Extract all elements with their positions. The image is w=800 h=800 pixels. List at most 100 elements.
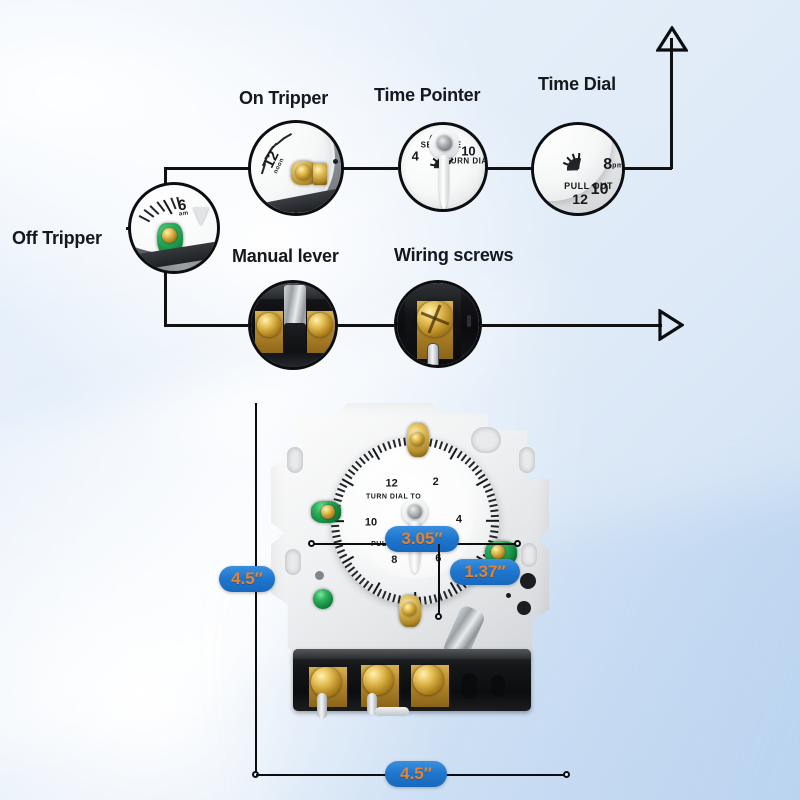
dial-turn-dial-text: TURN DIAL TO [366, 493, 422, 501]
label-wiring-screws: Wiring screws [394, 245, 514, 265]
time-pointer-stem [439, 155, 449, 209]
plate-slot-right-bottom [521, 543, 537, 567]
dial-tick [339, 483, 348, 489]
terminal-wire-1 [317, 693, 327, 719]
time-dial-hour-12: 12 [572, 190, 588, 207]
dial-hour-8: 8 [391, 553, 398, 566]
dial-depth-line [438, 544, 440, 617]
connector-on-to-pointer [342, 167, 398, 170]
time-pointer-hour-4: 4 [411, 148, 419, 164]
dial-diameter-endpoint-right [514, 540, 521, 547]
callout-circle-off-tripper: 6 am [128, 182, 220, 274]
dial-center-screw [408, 505, 422, 519]
dial-diameter-badge: 3.05″ [385, 526, 459, 552]
dial-tick [490, 525, 499, 528]
plate-slot-left-bottom [285, 549, 301, 575]
terminal-screw-2 [363, 665, 393, 695]
on-tripper-tab [313, 163, 327, 185]
dial-tick [363, 453, 370, 462]
off-tripper-am-text: am [178, 210, 189, 218]
dial-tick [433, 439, 438, 448]
dial-tick [438, 441, 443, 450]
dial-tick [486, 493, 495, 498]
label-time-dial: Time Dial [538, 74, 616, 94]
plate-hole-small-b [506, 593, 511, 598]
dial-tick [489, 503, 498, 507]
dial-tick [331, 525, 340, 528]
connector-dial-to-riser [624, 167, 672, 170]
dial-hour-4: 4 [455, 513, 463, 526]
connector-pointer-to-dial [486, 167, 532, 170]
dial-depth-badge: 1.37″ [450, 559, 520, 585]
callout-circle-time-dial: 8 10 12 PULL OUT pm [531, 122, 625, 216]
dial-tick [443, 590, 448, 599]
dial-tick [486, 519, 499, 523]
connector-top-left [164, 167, 250, 170]
time-dial-pm-text: pm [612, 162, 622, 170]
plate-slot-right-top [519, 447, 535, 473]
connector-screws-to-arrow [482, 324, 662, 327]
label-time-pointer: Time Pointer [374, 85, 481, 105]
dial-tick [335, 493, 344, 498]
dial-tick [331, 530, 340, 533]
tripper-left-screw [321, 505, 335, 519]
dial-tick [488, 498, 497, 503]
dial-tick [347, 469, 356, 476]
dial-tick [355, 461, 362, 468]
manual-lever-right-screw [308, 313, 332, 337]
dial-tick [382, 590, 387, 599]
terminal-screw-1 [311, 667, 341, 697]
terminal-screw-3 [413, 665, 443, 695]
height-dimension-badge: 4.5″ [219, 566, 275, 592]
tripper-top-screw [411, 433, 424, 446]
time-pointer-center-screw [437, 136, 452, 151]
dial-tick [424, 596, 427, 605]
dial-tick [433, 594, 438, 603]
dial-tick [392, 439, 397, 448]
dial-tick [490, 514, 499, 517]
manual-lever-base [284, 323, 306, 357]
plate-slot-left-top [287, 447, 303, 473]
dial-tick [489, 535, 498, 539]
terminal-cavity-1 [461, 673, 477, 699]
connector-bottom-left [164, 324, 248, 327]
dial-tick [344, 473, 353, 480]
dial-tick [403, 437, 406, 446]
plate-hole-right-lower [517, 601, 531, 615]
on-tripper-screw [296, 165, 311, 180]
width-dimension-badge: 4.5″ [385, 761, 447, 787]
off-tripper-pointer-notch [193, 207, 209, 225]
dial-tick [335, 544, 344, 549]
dial-tick [429, 595, 433, 604]
wiring-screw-wire [427, 343, 439, 365]
time-pointer-turn-dial-text: TURN DIAL TO [445, 156, 485, 166]
plate-hole-left-small [315, 571, 324, 580]
time-pointer-hour-10: 10 [461, 143, 476, 159]
dial-tick [490, 509, 499, 512]
dial-tick [392, 594, 397, 603]
dial-diameter-endpoint-left [308, 540, 315, 547]
terminal-wire-jumper [375, 707, 409, 716]
connector-lever-to-screws [338, 324, 394, 327]
terminal-cavity-2 [491, 675, 505, 697]
dial-hour-12: 12 [385, 477, 398, 490]
manual-lever-left-screw [257, 313, 281, 337]
label-on-tripper: On Tripper [239, 88, 329, 108]
dial-tick [397, 438, 401, 447]
dial-tick [382, 443, 387, 452]
tripper-bottom-screw [403, 603, 416, 616]
dial-hour-2: 2 [432, 476, 439, 489]
product-photo-timer: 2 4 6 8 10 12 TURN DIAL TO SET TIME PULL… [255, 395, 565, 725]
green-post-lower-left [313, 589, 333, 609]
dial-tick [359, 457, 366, 465]
dial-tick [377, 445, 383, 454]
callout-circle-time-pointer: 4 6 10 TURN DIAL TO SET TIME [398, 122, 488, 212]
callout-circle-manual-lever [248, 280, 338, 370]
callout-circle-wiring-screws [394, 280, 482, 368]
dial-tick [443, 443, 448, 452]
label-off-tripper: Off Tripper [12, 228, 102, 248]
width-dimension-endpoint [563, 771, 570, 778]
plate-slot-top-right [471, 427, 501, 453]
dial-depth-endpoint [435, 613, 442, 620]
